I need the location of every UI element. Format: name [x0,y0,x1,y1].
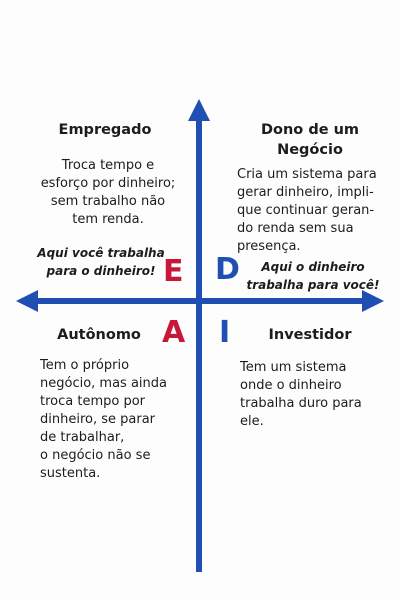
quadrant-text-dono: Cria um sistema para gerar dinheiro, imp… [237,166,397,256]
letter-e: E [163,254,184,289]
axis-arrow-up-icon [188,99,210,121]
motto-line: Aqui você trabalha [37,246,165,260]
text-line: que continuar geran- [237,203,375,218]
text-line: dinheiro, se parar [40,412,156,427]
text-line: gerar dinheiro, impli- [237,185,374,200]
text-line: troca tempo por [40,394,146,409]
motto-empregado: Aqui você trabalha para o dinheiro! [26,244,176,280]
text-line: do renda sem sua [237,221,354,236]
quadrant-text-autonomo: Tem o próprio negócio, mas ainda troca t… [40,357,190,483]
letter-a: A [162,315,186,350]
text-line: esforço por dinheiro; [40,176,176,191]
quadrant-title-dono: Dono de um Negócio [240,120,380,160]
text-line: sem trabalho não [50,194,166,209]
text-line: trabalha duro para [240,396,362,411]
quadrant-text-empregado: Troca tempo e esforço por dinheiro; sem … [28,157,188,229]
title-line: Dono de um [260,122,360,138]
text-line: negócio, mas ainda [40,376,167,391]
text-line: ele. [240,414,264,429]
quadrant-title-autonomo: Autônomo [57,327,141,343]
text-line: sustenta. [40,466,101,481]
motto-line: para o dinheiro! [46,264,156,278]
quadrant-title-empregado: Empregado [58,122,152,138]
text-line: onde o dinheiro [240,378,342,393]
quadrant-title-investidor: Investidor [268,327,352,343]
text-line: presença. [237,239,301,254]
text-line: Cria um sistema para [237,167,377,182]
motto-line: trabalha para você! [246,278,380,292]
motto-line: Aqui o dinheiro [261,260,365,274]
text-line: Troca tempo e [61,158,155,173]
text-line: Tem um sistema [240,360,347,375]
axis-arrow-right-icon [362,290,384,312]
text-line: Tem o próprio [40,358,130,373]
motto-dono: Aqui o dinheiro trabalha para você! [243,258,383,294]
letter-i: I [219,315,231,350]
title-line: Negócio [277,142,343,158]
text-line: o negócio não se [40,448,151,463]
axis-arrow-left-icon [16,290,38,312]
letter-d: D [215,252,240,287]
text-line: tem renda. [72,212,144,227]
quadrant-text-investidor: Tem um sistema onde o dinheiro trabalha … [240,359,390,431]
text-line: de trabalhar, [40,430,125,445]
